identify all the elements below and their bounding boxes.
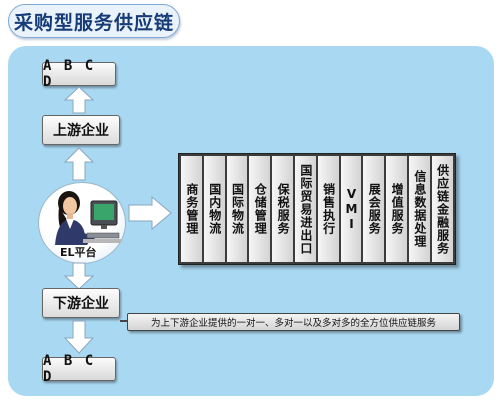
service-label: 国际贸易进出口: [298, 163, 313, 255]
bottom-abcd-box: A B C D: [42, 353, 116, 385]
service-item: 国际物流: [226, 156, 248, 262]
service-item: 仓储管理: [249, 156, 271, 262]
service-item: 信息数据处理: [408, 156, 430, 262]
service-label: 销售执行: [321, 183, 336, 235]
service-item: 国际贸易进出口: [294, 156, 316, 262]
arrow-down-icon: [64, 262, 94, 290]
platform-label: EL平台: [60, 246, 97, 259]
el-platform: [38, 182, 126, 264]
service-item: 展会服务: [363, 156, 385, 262]
service-label: 商务管理: [184, 183, 199, 235]
service-label: 信息数据处理: [412, 170, 427, 248]
description-bar: 为上下游企业提供的一对一、多对一以及多对多的全方位供应链服务: [127, 313, 460, 331]
downstream-box: 下游企业: [42, 288, 120, 318]
arrow-up-icon: [64, 86, 94, 114]
operator-computer-icon: [55, 191, 121, 245]
service-item: 保税服务: [272, 156, 293, 262]
service-item: 商务管理: [181, 156, 202, 262]
services-panel: 商务管理国内物流国际物流仓储管理保税服务国际贸易进出口销售执行 VMI 展会服务增值…: [178, 153, 456, 265]
page-title: 采购型服务供应链: [13, 11, 174, 34]
top-abcd-label: A B C D: [43, 58, 96, 90]
service-label: 仓储管理: [253, 183, 268, 235]
service-label: 国内物流: [207, 183, 222, 235]
bottom-abcd-label: A B C D: [43, 353, 96, 385]
description-text: 为上下游企业提供的一对一、多对一以及多对多的全方位供应链服务: [150, 318, 436, 329]
arrow-right-icon: [128, 196, 172, 230]
service-item: 增值服务: [386, 156, 407, 262]
title-tab: 采购型服务供应链: [8, 4, 180, 38]
service-label: 展会服务: [367, 183, 382, 235]
service-label: 供应链金融服务: [435, 163, 450, 255]
connector-line: [120, 320, 128, 322]
service-label: VMI: [344, 186, 359, 232]
service-label: 增值服务: [390, 183, 405, 235]
service-item: 供应链金融服务: [431, 156, 453, 262]
service-item: 国内物流: [203, 156, 225, 262]
service-label: 保税服务: [276, 183, 291, 235]
upstream-label: 上游企业: [53, 123, 109, 139]
top-abcd-box: A B C D: [42, 58, 116, 90]
downstream-label: 下游企业: [53, 296, 109, 312]
service-item: VMI: [340, 156, 362, 262]
service-item: 销售执行: [317, 156, 339, 262]
service-label: 国际物流: [230, 183, 245, 235]
arrow-down-icon: [64, 320, 94, 354]
upstream-box: 上游企业: [42, 115, 120, 145]
arrow-up-icon: [64, 147, 94, 181]
